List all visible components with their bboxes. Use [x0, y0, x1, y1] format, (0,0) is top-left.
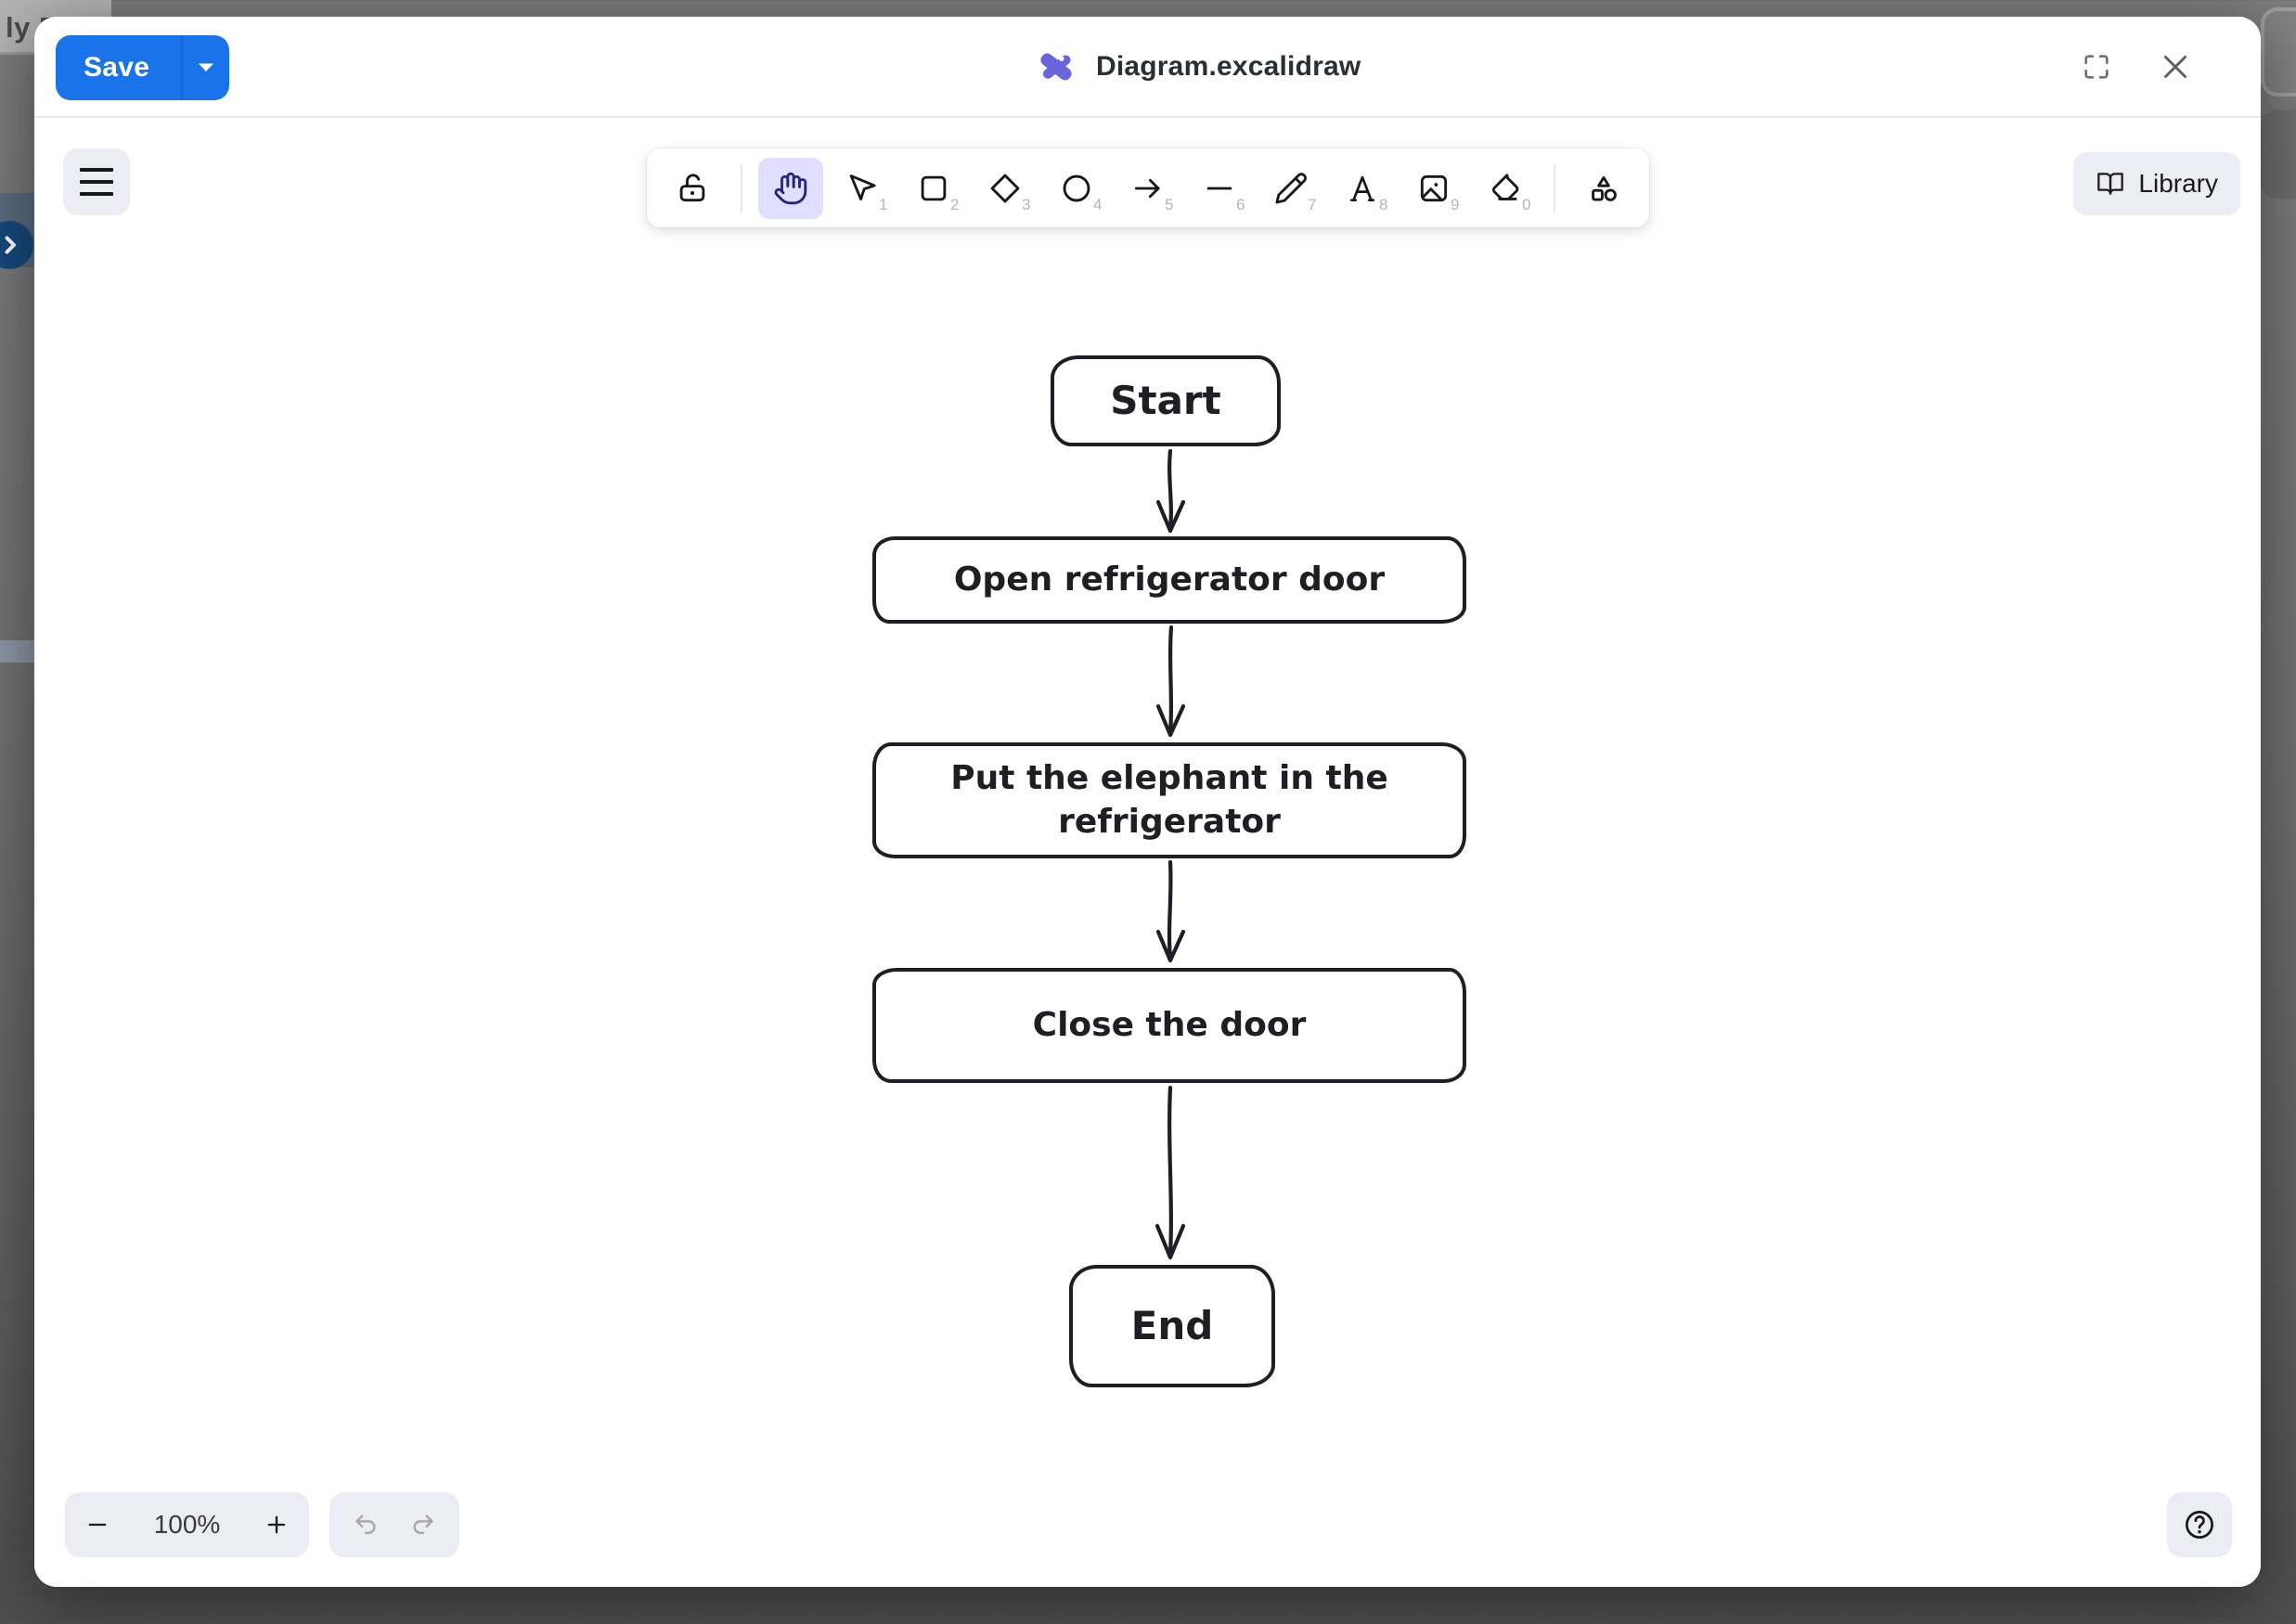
background-band-light	[0, 640, 34, 663]
zoom-control: 100%	[65, 1492, 309, 1557]
flow-node-open-door[interactable]: Open refrigerator door	[872, 536, 1466, 624]
flow-node-start[interactable]: Start	[1051, 355, 1281, 446]
arrow-right-icon	[1134, 178, 1160, 198]
background-card	[2261, 7, 2296, 97]
redo-icon	[413, 1514, 433, 1534]
library-button-label: Library	[2138, 169, 2218, 198]
diamond-icon	[990, 174, 1019, 202]
tool-shortcut: 5	[1165, 195, 1174, 213]
line-icon	[1206, 187, 1232, 189]
excalidraw-dialog: Save Diagram.excalidraw	[34, 17, 2261, 1587]
flow-node-label: Close the door	[1032, 1005, 1307, 1044]
save-options-button[interactable]	[181, 35, 230, 100]
tool-rectangle[interactable]: 2	[901, 158, 966, 219]
tool-shortcut: 1	[879, 195, 888, 213]
tool-shortcut: 2	[950, 195, 960, 213]
flow-node-close-door[interactable]: Close the door	[872, 968, 1466, 1083]
zoom-in-button[interactable]	[255, 1500, 298, 1550]
tool-shortcut: 4	[1093, 195, 1103, 213]
plus-icon	[267, 1515, 286, 1534]
tool-lock[interactable]	[660, 158, 725, 219]
toolbar-divider	[740, 163, 742, 213]
help-button[interactable]	[2167, 1492, 2232, 1557]
chevron-right-icon	[5, 236, 16, 254]
flow-arrow-put-close[interactable]	[1155, 859, 1186, 963]
tool-hand[interactable]	[757, 157, 823, 219]
tool-text[interactable]: 8	[1330, 158, 1395, 219]
hamburger-menu-icon	[80, 168, 113, 196]
fullscreen-button[interactable]	[2075, 45, 2118, 88]
zoom-level[interactable]: 100%	[153, 1510, 221, 1539]
tool-shortcut: 8	[1379, 195, 1388, 213]
document-title-group: Diagram.excalidraw	[1037, 17, 1361, 116]
fullscreen-icon	[2084, 54, 2109, 79]
save-split-button: Save	[56, 35, 230, 100]
tool-diamond[interactable]: 3	[973, 158, 1038, 219]
close-icon	[2164, 55, 2186, 78]
ellipse-icon	[1063, 174, 1090, 201]
save-button-label: Save	[84, 52, 150, 83]
flowchart-connectors	[1154, 448, 1186, 1260]
tool-draw[interactable]: 7	[1258, 158, 1323, 219]
mouse-pointer-icon	[849, 174, 876, 200]
flow-arrow-close-end[interactable]	[1154, 1085, 1186, 1260]
background-card-2	[2261, 110, 2296, 199]
dialog-header: Save Diagram.excalidraw	[34, 17, 2261, 118]
excalidraw-logo-icon	[1040, 53, 1072, 80]
flow-arrow-start-open[interactable]	[1155, 448, 1186, 534]
chevron-down-icon	[199, 63, 214, 71]
shapes-icon	[1591, 175, 1617, 201]
drawing-canvas[interactable]: 1 2 3 4	[34, 118, 2261, 1587]
document-title: Diagram.excalidraw	[1096, 50, 1361, 82]
tool-shortcut: 6	[1236, 195, 1245, 213]
redo-button[interactable]	[402, 1500, 445, 1550]
flow-node-end[interactable]: End	[1069, 1265, 1275, 1387]
tool-line[interactable]: 6	[1187, 158, 1252, 219]
main-menu-button[interactable]	[63, 148, 130, 215]
flow-node-label: Put the elephant in the refrigerator	[950, 758, 1388, 841]
book-icon	[2097, 173, 2124, 195]
text-icon	[1349, 175, 1374, 201]
undo-icon	[355, 1514, 376, 1534]
tool-arrow[interactable]: 5	[1116, 158, 1180, 219]
dialog-header-actions	[2075, 17, 2198, 116]
tool-more-shapes[interactable]	[1571, 158, 1636, 219]
lock-open-icon	[679, 173, 704, 201]
zoom-out-button[interactable]	[76, 1500, 119, 1550]
rectangle-icon	[921, 175, 946, 200]
minus-icon	[88, 1523, 107, 1527]
tool-shortcut: 3	[1022, 195, 1031, 213]
flow-node-label: Open refrigerator door	[953, 560, 1386, 599]
undo-button[interactable]	[344, 1500, 387, 1550]
tool-eraser[interactable]: 0	[1473, 158, 1538, 219]
toolbar-divider	[1553, 163, 1555, 213]
save-button[interactable]: Save	[56, 35, 182, 100]
tool-image[interactable]: 9	[1401, 158, 1466, 219]
hand-icon	[774, 172, 806, 204]
tool-shortcut: 9	[1451, 195, 1460, 213]
tool-island: 1 2 3 4	[646, 148, 1649, 227]
image-icon	[1420, 174, 1447, 201]
tool-ellipse[interactable]: 4	[1044, 158, 1109, 219]
tool-shortcut: 0	[1522, 195, 1531, 213]
eraser-icon	[1491, 173, 1518, 200]
flow-node-label: End	[1130, 1302, 1214, 1348]
tool-selection[interactable]: 1	[830, 158, 895, 219]
help-icon	[2186, 1511, 2213, 1539]
flow-node-label: Start	[1110, 377, 1221, 423]
pencil-icon	[1275, 172, 1307, 203]
close-dialog-button[interactable]	[2153, 45, 2198, 89]
flow-arrow-open-put[interactable]	[1155, 625, 1186, 738]
tool-shortcut: 7	[1308, 195, 1317, 213]
library-button[interactable]: Library	[2073, 152, 2240, 215]
history-control	[329, 1492, 459, 1557]
flow-node-put-elephant[interactable]: Put the elephant in the refrigerator	[872, 742, 1466, 858]
